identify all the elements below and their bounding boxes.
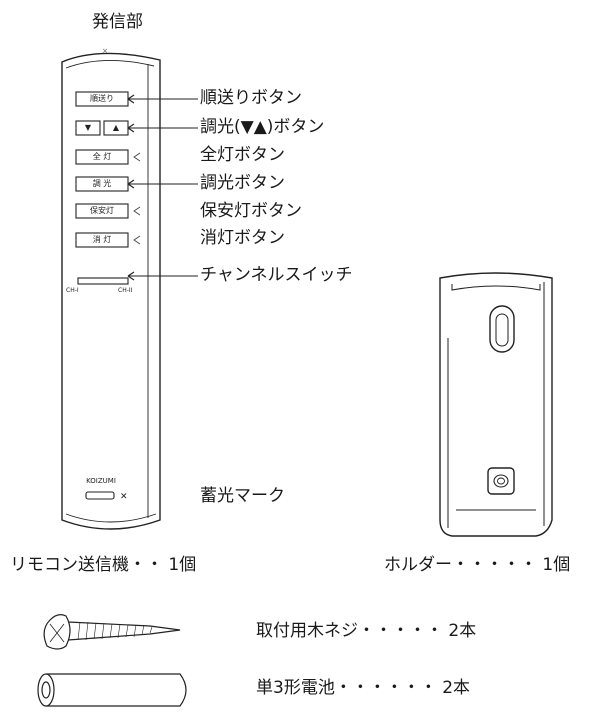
remote-transmitter: × [61,47,161,530]
callout-off-button: 消灯ボタン [200,228,285,248]
off-button [75,232,129,248]
remote-buttons [75,91,129,500]
next-button-label: 順送り [90,94,114,103]
brand-logo: KOIZUMI [86,477,116,485]
dim-up-label: ▲ [112,123,120,132]
wood-screw [43,614,181,650]
night-button [75,203,129,219]
full-button-label: 全 灯 [92,152,112,161]
leader-lines [127,94,198,281]
luminous-x-icon: ✕ [120,492,128,502]
channel-switch [77,277,129,285]
night-button-label: 保安灯 [90,206,114,215]
transmitter-title: 発信部 [92,12,143,32]
callout-dim-button: 調光ボタン [200,173,285,193]
callout-full-button: 全灯ボタン [200,145,285,165]
caption-remote: リモコン送信機・・ 1個 [10,555,197,575]
luminous-mark [85,491,115,500]
dim-down-label: ▼ [84,123,92,132]
callout-luminous-mark: 蓄光マーク [200,486,285,506]
callout-night-button: 保安灯ボタン [200,201,302,221]
caption-screw: 取付用木ネジ・・・・・ 2本 [256,621,477,641]
holder-slot [489,305,515,353]
caption-battery: 単3形電池・・・・・・ 2本 [256,678,471,698]
svg-text:×: × [102,47,108,55]
off-button-label: 消 灯 [92,235,112,244]
channel-right-label: CH-II [118,287,133,294]
aa-battery [37,673,187,707]
button-markers [133,152,141,245]
callout-next-button: 順送りボタン [200,88,302,108]
dim-button-label: 調 光 [92,179,112,188]
callout-dim-arrow-buttons: 調光(▼▲)ボタン [200,117,325,137]
full-button [75,149,129,165]
holder-screw-hole [487,467,515,495]
callout-channel-switch: チャンネルスイッチ [200,265,353,285]
caption-holder: ホルダー・・・・・ 1個 [384,555,571,575]
holder [439,272,553,537]
channel-left-label: CH-I [66,287,79,294]
dim-down-button [75,120,101,136]
